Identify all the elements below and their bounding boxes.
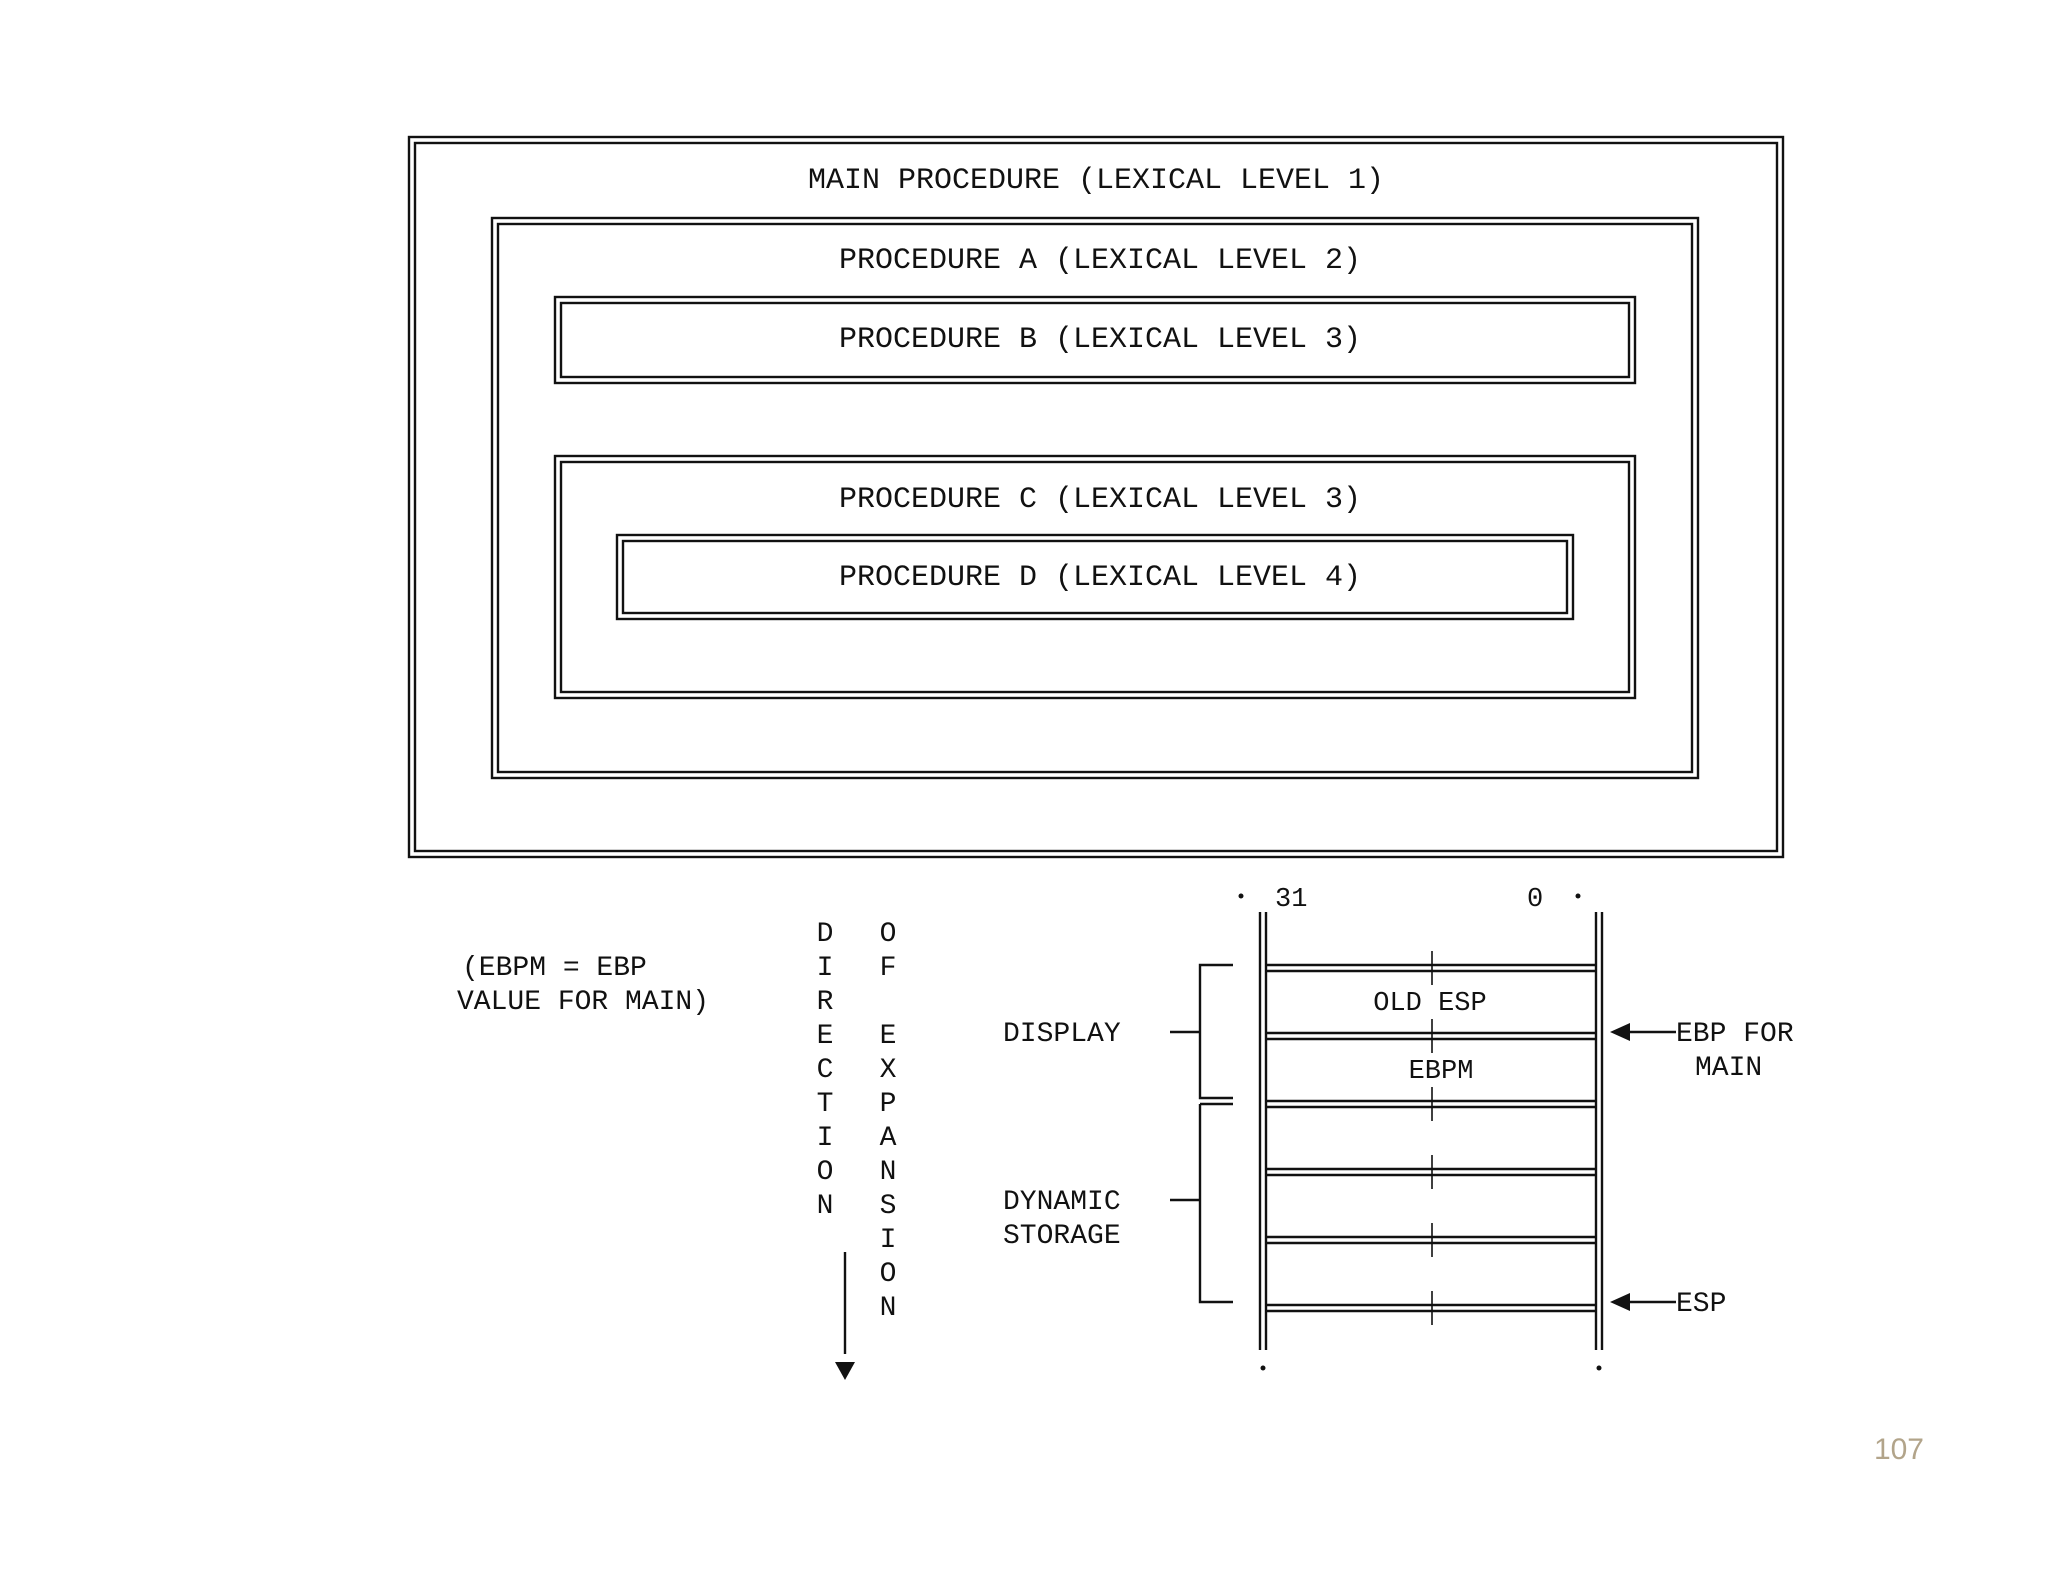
expansion-letter: O [880, 919, 897, 950]
esp-label: ESP [1676, 1289, 1726, 1320]
dynamic-label-line-2: STORAGE [1003, 1221, 1121, 1252]
bit-label-low: 0 [1527, 885, 1543, 915]
bit-dot-left [1238, 893, 1244, 899]
bottom-dot-right [1596, 1365, 1602, 1371]
procedure-c-label: PROCEDURE C (LEXICAL LEVEL 3) [839, 483, 1361, 517]
direction-letter: E [817, 1021, 834, 1052]
stack-cell-label: EBPM [1409, 1057, 1474, 1087]
ebp-for-main-pointer: EBP FOR MAIN [1610, 1019, 1794, 1084]
main-procedure-box: MAIN PROCEDURE (LEXICAL LEVEL 1) [407, 135, 1785, 859]
direction-letter: O [817, 1157, 834, 1188]
expansion-letter: N [880, 1293, 897, 1324]
procedure-d-box: PROCEDURE D (LEXICAL LEVEL 4) [615, 533, 1575, 621]
direction-letter: D [817, 919, 834, 950]
direction-letter: I [817, 1123, 834, 1154]
procedure-b-label: PROCEDURE B (LEXICAL LEVEL 3) [839, 323, 1361, 357]
bottom-dot-left [1260, 1365, 1266, 1371]
dynamic-label-line-1: DYNAMIC [1003, 1187, 1121, 1218]
display-bracket: DISPLAY [1003, 963, 1233, 1106]
expansion-letter: X [880, 1055, 897, 1086]
bit-label-high: 31 [1275, 885, 1307, 915]
direction-arrow-head [835, 1362, 855, 1380]
direction-letter: C [817, 1055, 834, 1086]
ebp-for-main-label-2: MAIN [1695, 1053, 1762, 1084]
expansion-letter: I [880, 1225, 897, 1256]
ebp-arrow-head [1610, 1023, 1630, 1041]
direction-letter: R [817, 987, 834, 1018]
ebpm-note-line-2: VALUE FOR MAIN) [457, 987, 709, 1018]
expansion-letter: F [880, 953, 897, 984]
dynamic-storage-bracket: DYNAMIC STORAGE [1003, 1104, 1233, 1304]
stack-diagram: 31 0 OLD ESP EBPM DISPLAY DYNAMIC STORAGE [1003, 885, 1794, 1371]
ebpm-note-line-1: (EBPM = EBP [462, 953, 647, 984]
expansion-letter: A [880, 1123, 897, 1154]
display-label: DISPLAY [1003, 1019, 1121, 1050]
expansion-letter: P [880, 1089, 897, 1120]
stack-cells: OLD ESP EBPM [1266, 951, 1596, 1325]
direction-letter: T [817, 1089, 834, 1120]
ebpm-note: (EBPM = EBP VALUE FOR MAIN) [457, 953, 709, 1018]
ebp-for-main-label-1: EBP FOR [1676, 1019, 1794, 1050]
bit-dot-right [1575, 893, 1581, 899]
procedure-d-label: PROCEDURE D (LEXICAL LEVEL 4) [839, 561, 1361, 595]
stack-cell-label: OLD ESP [1373, 989, 1486, 1019]
procedure-c-box: PROCEDURE C (LEXICAL LEVEL 3) [553, 454, 1637, 700]
expansion-letter: O [880, 1259, 897, 1290]
esp-arrow-head [1610, 1293, 1630, 1311]
direction-arrow [835, 1252, 855, 1380]
expansion-letter: E [880, 1021, 897, 1052]
expansion-letter: S [880, 1191, 897, 1222]
esp-pointer: ESP [1610, 1289, 1726, 1320]
direction-letter: N [817, 1191, 834, 1222]
procedure-a-label: PROCEDURE A (LEXICAL LEVEL 2) [839, 244, 1361, 278]
page-number: 107 [1874, 1433, 1924, 1466]
direction-letter: I [817, 953, 834, 984]
procedure-b-box: PROCEDURE B (LEXICAL LEVEL 3) [553, 295, 1637, 385]
expansion-letter: N [880, 1157, 897, 1188]
main-procedure-label: MAIN PROCEDURE (LEXICAL LEVEL 1) [808, 164, 1384, 198]
procedure-a-box: PROCEDURE A (LEXICAL LEVEL 2) [490, 216, 1700, 780]
